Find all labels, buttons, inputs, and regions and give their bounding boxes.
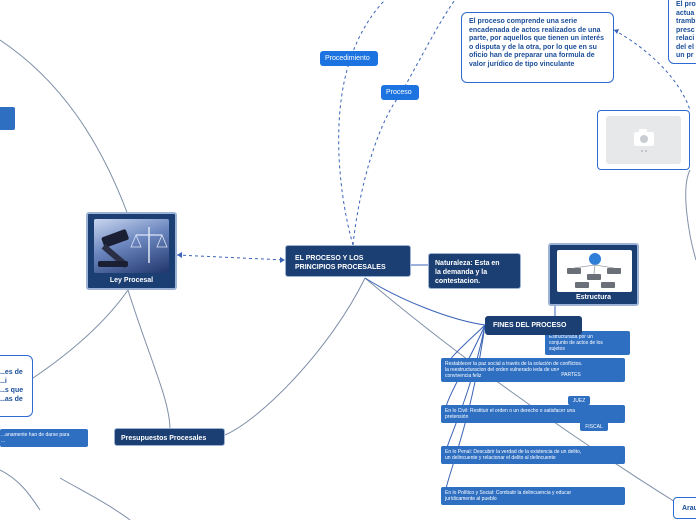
estructura-detail-text: Estructurada por un conjunto de actos de… <box>549 334 603 352</box>
definicion-text: El proceso comprende una serie encadenad… <box>469 18 604 68</box>
naturaleza-text: Naturaleza: Esta en la demanda y la cont… <box>435 260 500 285</box>
fines-item-politico-text: En lo Político y Social: Combatir la del… <box>445 490 572 502</box>
fines-item-paz-social-text: Restablecer la paz social a través de la… <box>445 361 583 379</box>
bottom-right-partial-text: Arau <box>682 505 696 512</box>
camera-icon <box>634 129 654 152</box>
network-icon <box>567 253 621 288</box>
gavel-icon <box>98 227 168 268</box>
fines-item-penal-text: En lo Penal: Descubrir la verdad de la e… <box>445 449 582 461</box>
fines-item-civil-text: En lo Civil: Restituir el orden o un der… <box>445 408 576 420</box>
ley-procesal-node[interactable]: Ley Procesal <box>86 212 177 290</box>
naturaleza-node[interactable]: Naturaleza: Esta en la demanda y la cont… <box>428 253 521 289</box>
ley-procesal-label: Ley Procesal <box>109 277 154 284</box>
estructura-node[interactable]: Estructura <box>548 243 639 306</box>
image-placeholder-node[interactable] <box>597 110 690 170</box>
proceso-label: Proceso <box>386 89 412 96</box>
presupuestos-detail-text: ...anamente han de darse para ... <box>1 432 70 444</box>
bottom-right-partial-node[interactable]: Arau <box>673 497 696 519</box>
fines-item-penal[interactable]: En lo Penal: Descubrir la verdad de la e… <box>441 446 625 464</box>
left-partial-node[interactable]: ...es de ...i ...s que ...as de <box>0 355 33 417</box>
proceso-node[interactable]: Proceso <box>381 85 419 100</box>
partes-tag[interactable]: PARTES <box>557 370 585 379</box>
procedimiento-node[interactable]: Procedimiento <box>320 51 378 66</box>
juez-tag[interactable]: JUEZ <box>568 396 590 405</box>
fines-proceso-label: FINES DEL PROCESO <box>493 322 567 329</box>
fines-item-politico[interactable]: En lo Político y Social: Combatir la del… <box>441 487 625 505</box>
estructura-detail-node[interactable]: Estructurada por un conjunto de actos de… <box>545 331 630 355</box>
procedimiento-label: Procedimiento <box>325 55 370 62</box>
central-topic-node[interactable]: EL PROCESO Y LOS PRINCIPIOS PROCESALES <box>285 245 411 277</box>
estructura-image <box>557 250 632 292</box>
fines-proceso-node[interactable]: FINES DEL PROCESO <box>485 316 582 335</box>
fines-item-civil[interactable]: En lo Civil: Restituir el orden o un der… <box>441 405 625 423</box>
fines-item-paz-social[interactable]: Restablecer la paz social a través de la… <box>441 358 625 382</box>
image-placeholder <box>606 116 681 164</box>
central-topic-label: EL PROCESO Y LOS PRINCIPIOS PROCESALES <box>295 255 386 271</box>
estructura-label: Estructura <box>575 294 611 301</box>
presupuestos-detail-node[interactable]: ...anamente han de darse para ... <box>0 429 88 447</box>
right-partial-node[interactable]: El pro actua tramb presc relaci del el u… <box>668 0 696 64</box>
left-partial-text: ...es de ...i ...s que ...as de <box>0 369 24 403</box>
definicion-node[interactable]: El proceso comprende una serie encadenad… <box>461 12 614 83</box>
right-partial-text: El pro actua tramb presc relaci del el u… <box>676 1 696 59</box>
presupuestos-procesales-node[interactable]: Presupuestos Procesales <box>114 428 225 446</box>
presupuestos-procesales-label: Presupuestos Procesales <box>121 435 207 442</box>
fiscal-tag[interactable]: FISCAL <box>580 422 608 431</box>
left-edge-node[interactable] <box>0 107 15 130</box>
gavel-scales-image <box>94 219 169 273</box>
